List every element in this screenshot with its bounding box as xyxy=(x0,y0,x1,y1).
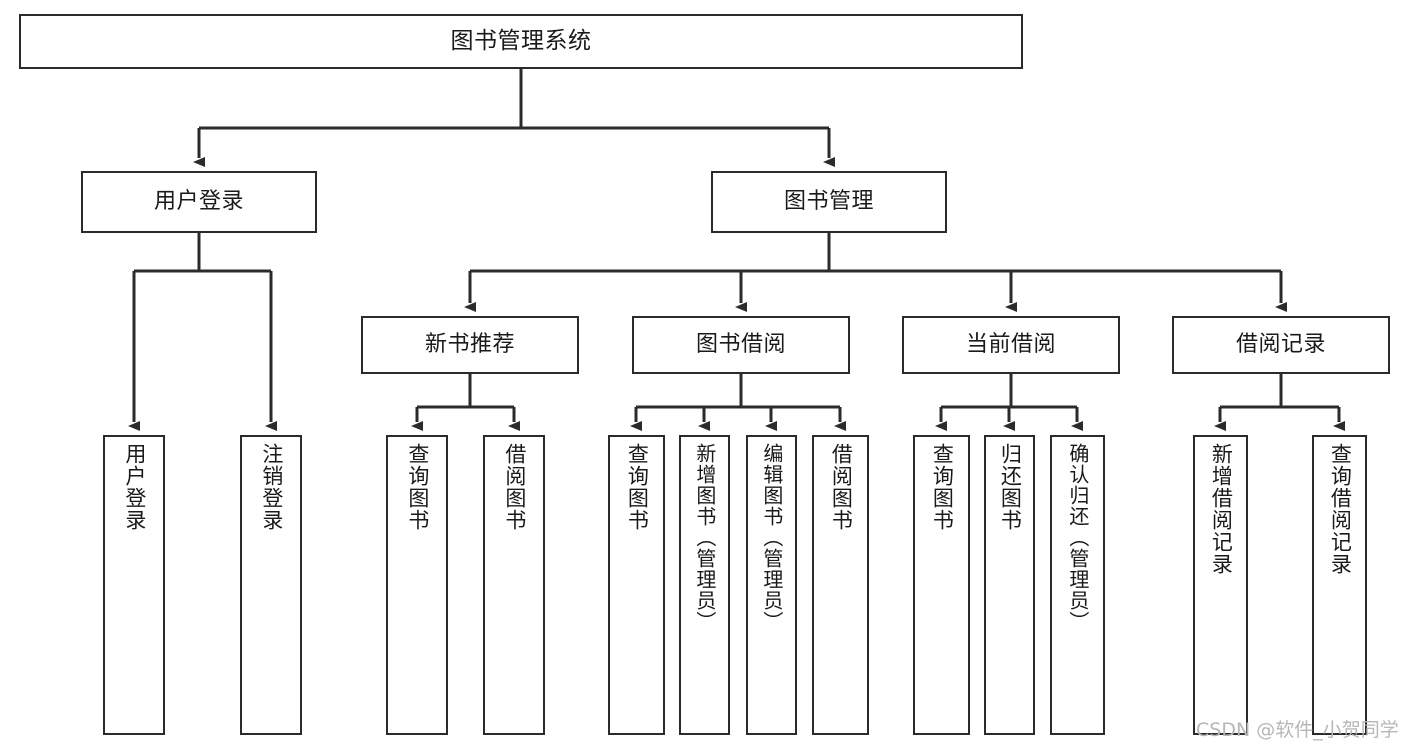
node-leaf-query-record-label: 查询借阅记录 xyxy=(1328,443,1353,575)
node-leaf-confirm-return-label: 确认归还（管理员） xyxy=(1065,443,1090,632)
node-leaf-user-login[interactable]: 用户登录 xyxy=(103,435,165,735)
node-leaf-borrow-book-rec[interactable]: 借阅图书 xyxy=(483,435,545,735)
node-leaf-edit-book[interactable]: 编辑图书（管理员） xyxy=(746,435,797,735)
node-leaf-user-logout-label: 注销登录 xyxy=(259,443,284,531)
node-leaf-add-book[interactable]: 新增图书（管理员） xyxy=(679,435,730,735)
node-leaf-return-book-label: 归还图书 xyxy=(998,443,1023,531)
node-borrow-record[interactable]: 借阅记录 xyxy=(1172,316,1390,374)
node-leaf-add-book-label: 新增图书（管理员） xyxy=(692,443,717,632)
node-leaf-query-book-cur[interactable]: 查询图书 xyxy=(913,435,970,735)
csdn-watermark: CSDN @软件_小贺同学 xyxy=(1196,719,1399,741)
node-book-manage-label: 图书管理 xyxy=(783,188,874,214)
node-new-book-rec[interactable]: 新书推荐 xyxy=(361,316,579,374)
node-leaf-user-logout[interactable]: 注销登录 xyxy=(240,435,302,735)
node-current-borrow-label: 当前借阅 xyxy=(965,331,1056,357)
node-leaf-borrow-book-rec-label: 借阅图书 xyxy=(502,443,527,531)
node-leaf-query-book-borrow-label: 查询图书 xyxy=(625,443,650,531)
node-leaf-query-book-rec[interactable]: 查询图书 xyxy=(386,435,448,735)
node-root-label: 图书管理系统 xyxy=(450,27,592,54)
node-leaf-confirm-return[interactable]: 确认归还（管理员） xyxy=(1050,435,1105,735)
node-leaf-add-record-label: 新增借阅记录 xyxy=(1209,443,1234,575)
node-leaf-query-record[interactable]: 查询借阅记录 xyxy=(1312,435,1367,735)
node-leaf-add-record[interactable]: 新增借阅记录 xyxy=(1193,435,1248,735)
node-borrow-record-label: 借阅记录 xyxy=(1235,331,1326,357)
node-book-manage[interactable]: 图书管理 xyxy=(711,171,947,233)
node-leaf-query-book-cur-label: 查询图书 xyxy=(930,443,955,531)
node-current-borrow[interactable]: 当前借阅 xyxy=(902,316,1120,374)
node-root[interactable]: 图书管理系统 xyxy=(19,14,1023,69)
node-new-book-rec-label: 新书推荐 xyxy=(424,331,515,357)
node-leaf-borrow-book[interactable]: 借阅图书 xyxy=(812,435,869,735)
node-leaf-user-login-label: 用户登录 xyxy=(122,443,147,531)
node-user-login-label: 用户登录 xyxy=(153,188,244,214)
node-leaf-edit-book-label: 编辑图书（管理员） xyxy=(759,443,784,632)
node-leaf-return-book[interactable]: 归还图书 xyxy=(984,435,1035,735)
node-leaf-query-book-borrow[interactable]: 查询图书 xyxy=(608,435,665,735)
node-leaf-query-book-rec-label: 查询图书 xyxy=(405,443,430,531)
node-book-borrow[interactable]: 图书借阅 xyxy=(632,316,850,374)
node-user-login[interactable]: 用户登录 xyxy=(81,171,317,233)
node-book-borrow-label: 图书借阅 xyxy=(695,331,786,357)
node-leaf-borrow-book-label: 借阅图书 xyxy=(829,443,854,531)
